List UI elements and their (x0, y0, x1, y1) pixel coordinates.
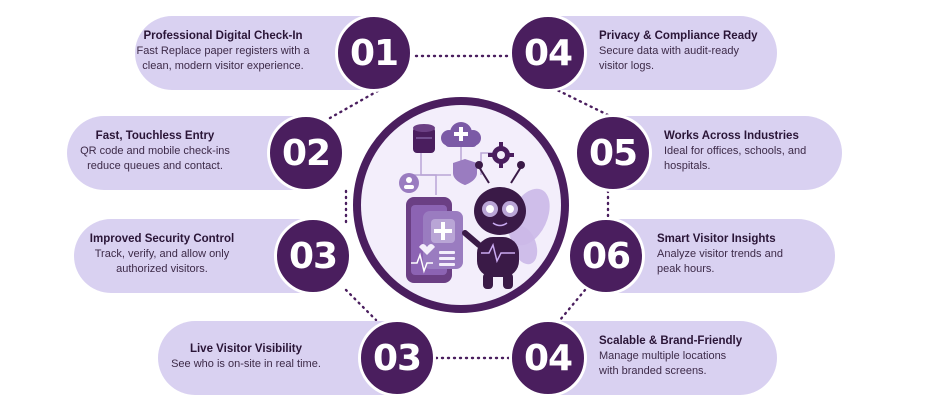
database-icon (413, 124, 435, 153)
mascot-illustration (399, 122, 550, 289)
number-badge: 03 (274, 217, 352, 295)
feature-card-6: 05 Works Across Industries Ideal for off… (574, 114, 842, 192)
feature-title: Professional Digital Check-In (143, 30, 303, 42)
feature-title: Smart Visitor Insights (657, 233, 776, 245)
gear-icon (488, 142, 514, 168)
number-badge: 02 (267, 114, 345, 192)
cloud-icon (441, 122, 481, 147)
feature-description-line: visitor logs. (599, 60, 655, 72)
feature-title: Works Across Industries (664, 130, 799, 142)
feature-card-1: Professional Digital Check-In Fast Repla… (135, 14, 413, 92)
feature-description-line: Secure data with audit-ready (599, 45, 740, 57)
feature-description-line: Manage multiple locations (599, 350, 727, 362)
center-illustration (361, 105, 561, 305)
number-badge: 03 (358, 319, 436, 397)
feature-title: Scalable & Brand-Friendly (599, 335, 743, 347)
feature-description-line: reduce queues and contact. (87, 160, 223, 172)
feature-card-2: Fast, Touchless Entry QR code and mobile… (67, 114, 345, 192)
feature-description-line: Ideal for offices, schools, and (664, 145, 807, 157)
feature-title: Improved Security Control (89, 233, 235, 245)
feature-description-line: Track, verify, and allow only (94, 248, 230, 260)
feature-description-line: hospitals. (664, 160, 711, 172)
number-badge: 01 (335, 14, 413, 92)
feature-description-line: clean, modern visitor experience. (142, 60, 304, 72)
feature-title: Live Visitor Visibility (189, 343, 303, 355)
feature-description-line: See who is on-site in real time. (171, 358, 321, 370)
feature-card-4: Live Visitor Visibility See who is on-si… (158, 319, 436, 397)
feature-description-line: Fast Replace paper registers with a (136, 45, 310, 57)
feature-card-3: Improved Security Control Track, verify,… (74, 217, 352, 295)
number-badge: 04 (509, 14, 587, 92)
center-illustration-ring (353, 97, 569, 313)
feature-card-8: 04 Scalable & Brand-Friendly Manage mult… (509, 319, 777, 397)
feature-description-line: peak hours. (657, 263, 715, 275)
feature-description-line: QR code and mobile check-ins (80, 145, 230, 157)
number-badge: 05 (574, 114, 652, 192)
number-badge: 04 (509, 319, 587, 397)
feature-title: Fast, Touchless Entry (95, 130, 215, 142)
feature-card-7: 06 Smart Visitor Insights Analyze visito… (567, 217, 835, 295)
feature-description-line: Analyze visitor trends and (657, 248, 783, 260)
user-icon (399, 173, 419, 193)
shield-icon (453, 159, 477, 185)
feature-description-line: authorized visitors. (116, 263, 208, 275)
feature-card-5: 04 Privacy & Compliance Ready Secure dat… (509, 14, 777, 92)
number-badge: 06 (567, 217, 645, 295)
bee-mascot (462, 161, 550, 289)
feature-title: Privacy & Compliance Ready (599, 30, 758, 42)
feature-description-line: with branded screens. (599, 365, 707, 377)
phone-icon (406, 197, 463, 283)
